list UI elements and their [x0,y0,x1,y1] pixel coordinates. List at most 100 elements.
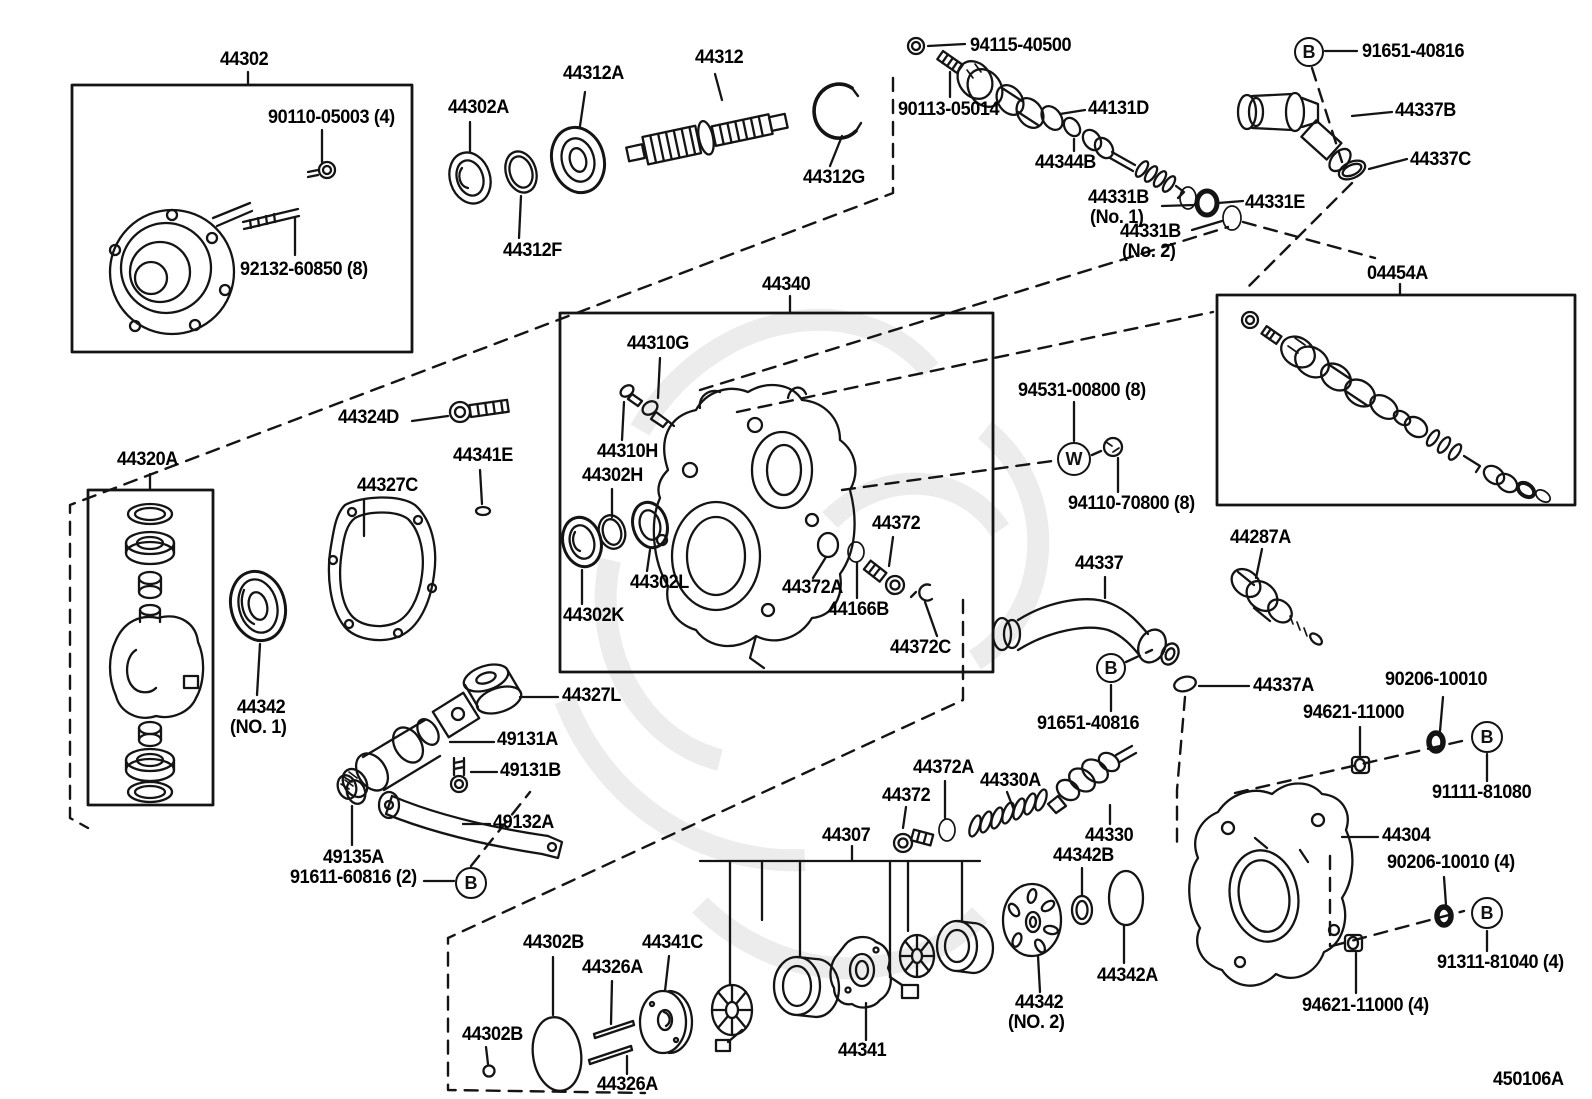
part-label-clip-44372c: 44372C [890,637,951,658]
part-label-bracket-49132a: 49132A [493,812,554,833]
part-label-union-44337b: 44337B [1395,100,1456,121]
part-label-ring-44302b-small: 44302B [462,1024,523,1045]
part-label-bolt-49131b: 49131B [500,760,561,781]
part-label-nut-94621-b: 94621-11000 (4) [1302,995,1429,1016]
part-label-part-44331b-no1-sub: (No. 1) [1090,207,1144,228]
bearing-44312a-part [549,90,607,195]
part-label-valve-44287a: 44287A [1230,527,1291,548]
part-label-plate-44342-no2: 44342 [1015,992,1064,1013]
union-44337b-part [1236,49,1394,173]
part-label-plug-44310g: 44310G [627,333,689,354]
oring-44302b-big-part [531,955,583,1092]
part-label-plate-44342-no2-sub: (NO. 2) [1008,1012,1065,1033]
washer-nut-94531-94110 [1072,400,1124,494]
kit-box-44320a [86,472,215,807]
part-label-part-44331b-no1: 44331B [1088,187,1149,208]
kit-box-44302 [70,70,414,354]
part-label-seal-44302a: 44302A [448,97,509,118]
ring-2 [935,919,995,975]
plate-44342-no2-part [1001,882,1063,994]
oring-44342a-part [1107,869,1145,965]
part-label-spring-44330a: 44330A [980,770,1041,791]
callout-b-bottom-right: B [1471,897,1503,929]
part-label-kit-44302: 44302 [220,49,269,70]
callout-b-right: B [1471,721,1503,753]
part-label-kit-04454a: 04454A [1367,263,1428,284]
tube-44337-part [991,575,1180,666]
part-label-nut-94115: 94115-40500 [970,35,1072,56]
part-label-oring-44372a-mid: 44372A [782,577,843,598]
part-label-seal-44342-no1-sub: (NO. 1) [230,717,287,738]
part-label-part-44331b-no2-sub: (No. 2) [1122,241,1176,262]
part-label-disc-44341c: 44341C [642,932,703,953]
housing-44304-part [1188,782,1380,987]
part-label-bolt-91111: 91111-81080 [1432,782,1532,803]
plugs-44310-parts [619,356,676,442]
bearing-44302l-part [631,500,669,573]
pins-44326a-parts [587,979,636,1076]
part-label-plug-44310h: 44310H [597,441,658,462]
part-label-gasket-44337c: 44337C [1410,149,1471,170]
part-label-washer-90206-b: 90206-10010 (4) [1387,852,1515,873]
valve-44287a-part [1230,547,1324,646]
part-label-washer-94531: 94531-00800 (8) [1018,380,1146,401]
callout-b-left: B [455,867,487,899]
part-label-ring-44302h: 44302H [582,465,643,486]
part-label-kit-44307: 44307 [822,825,871,846]
part-label-bolt-44324d: 44324D [338,407,399,428]
pin-44341e-part [474,468,492,517]
part-label-screw-90113: 90113-05014 [898,99,1000,120]
ring-44302b-small-part [482,1045,496,1078]
part-label-part-44131d: 44131D [1088,98,1149,119]
part-label-housing-44304: 44304 [1382,825,1431,846]
part-label-housing-44340: 44340 [762,274,811,295]
watermark [554,308,1050,980]
bolt-chain-bottom-44304 [1343,875,1489,995]
part-label-oring-44166b: 44166B [828,599,889,620]
part-label-bolt-90110: 90110-05003 (4) [268,107,395,128]
part-label-seal-44342-no1: 44342 [237,697,286,718]
part-label-oring-44344b: 44344B [1035,152,1096,173]
part-label-oring-44342a: 44342A [1097,965,1158,986]
seal-44302k-part [561,515,603,606]
shaft-44312-part [625,72,789,166]
part-label-seal-44342b: 44342B [1053,845,1114,866]
part-label-gasket-91651-mid: 91651-40816 [1037,713,1140,734]
dashed-connectors [68,66,1466,1095]
part-label-oring-44337a: 44337A [1253,675,1314,696]
part-label-cam-44341: 44341 [838,1040,887,1061]
ring-1 [772,955,841,1019]
part-label-grommet-44327l: 44327L [562,685,621,706]
part-label-nut-94621-a: 94621-11000 [1303,702,1405,723]
part-label-tube-44337: 44337 [1075,553,1124,574]
part-label-kit-44320a: 44320A [117,449,178,470]
part-label-drawing-number: 450106A [1493,1069,1564,1090]
part-label-ring-44312f: 44312F [503,240,562,261]
bolt-44324d-part [410,398,510,424]
part-label-bearing-44312a: 44312A [563,63,624,84]
part-label-bolt-44372-bot: 44372 [882,785,931,806]
grommet-44327l-part [462,663,560,715]
valve-chain-44131 [906,36,1245,232]
part-label-shaft-44312: 44312 [695,47,744,68]
gasket-44337c-part [1337,157,1409,181]
callout-w: W [1057,442,1091,476]
callout-b-mid: B [1096,653,1126,683]
kit-box-04454a [1215,282,1577,507]
bolt-44372-mid-part [862,535,906,596]
seal-44302a-part [448,120,492,205]
bolt-chain-top-44304 [1350,695,1489,783]
part-label-pin-44326a-top: 44326A [582,957,643,978]
bushing-49135a-part [336,774,367,847]
part-label-valve-49131a: 49131A [497,729,558,750]
part-label-pin-44326a-bot: 44326A [597,1074,658,1095]
snapring-44312g-part [812,82,863,168]
clip-44372c-part [909,583,939,638]
part-label-bolt-91611: 91611-60816 (2) [290,867,417,888]
seal-44342b-part [1070,866,1094,926]
bolt-44372-bot-part [892,779,956,854]
bracket-49132a-part [377,790,564,860]
part-label-washer-90206-a: 90206-10010 [1385,669,1488,690]
